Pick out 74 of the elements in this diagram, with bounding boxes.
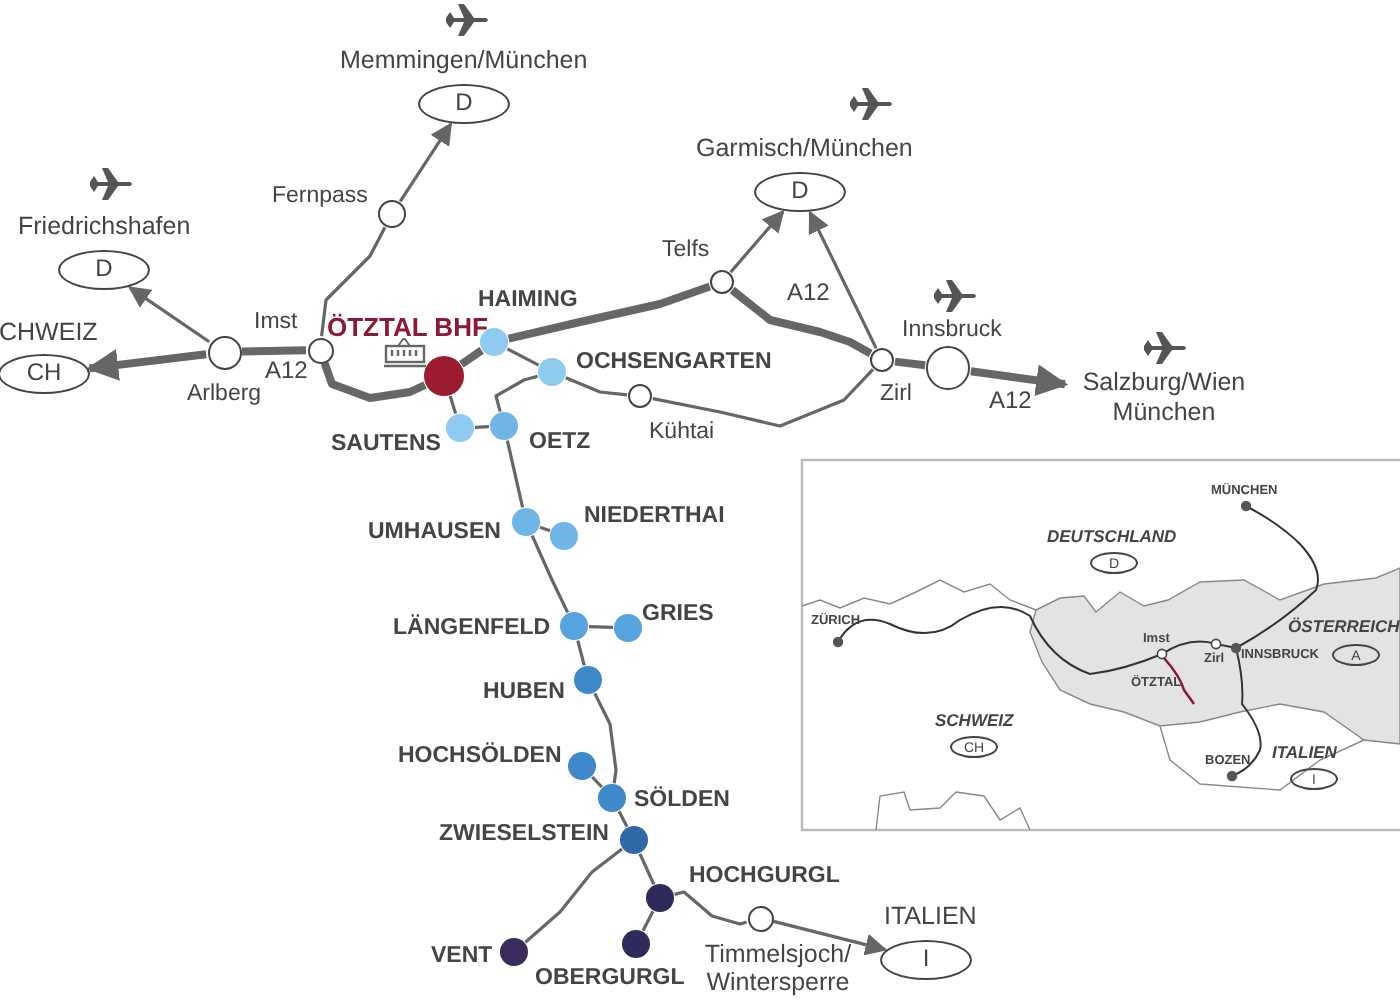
- place-label: Arlberg: [187, 381, 262, 407]
- road-line: [565, 376, 628, 397]
- place-label: Fernpass: [272, 183, 368, 209]
- place-label: HUBEN: [483, 679, 565, 705]
- road-line: [894, 357, 926, 370]
- place-label: HOCHSÖLDEN: [398, 743, 562, 769]
- road-line: [494, 374, 539, 412]
- place-label: Telfs: [662, 237, 710, 263]
- edge-label: A12: [785, 279, 832, 305]
- road-arrow: [398, 122, 453, 203]
- place-label: Friedrichshafen: [18, 213, 191, 239]
- place-label: Garmisch/München: [696, 135, 913, 161]
- place-label: UMHAUSEN: [368, 519, 501, 545]
- place-label: CHWEIZ: [0, 319, 98, 345]
- country-code-oval: CH: [0, 354, 90, 394]
- place-label: VENT: [431, 943, 493, 969]
- road-arrow: [970, 364, 1069, 397]
- road-arrow: [729, 209, 785, 274]
- country-code-oval: D: [418, 84, 510, 124]
- road-line: [729, 286, 873, 358]
- place-label: OETZ: [529, 429, 591, 455]
- place-label: Salzburg/Wien München: [1080, 368, 1248, 428]
- country-code-oval: D: [58, 250, 150, 290]
- place-label: Kühtai: [649, 419, 715, 445]
- place-label: Imst: [254, 309, 298, 335]
- country-name: SCHWEIZ: [935, 712, 1014, 728]
- place-label: SÖLDEN: [634, 787, 730, 813]
- road-line: [641, 910, 655, 932]
- place-label: NIEDERTHAI: [584, 503, 725, 529]
- road-line: [638, 853, 656, 886]
- place-label: HAIMING: [478, 287, 578, 313]
- road-line: [524, 847, 623, 944]
- road-arrow: [808, 210, 878, 350]
- road-arrow: [86, 349, 207, 381]
- road-line: [507, 282, 712, 343]
- road-line: [530, 534, 570, 614]
- country-name: ÖSTERREICH: [1288, 618, 1400, 634]
- place-label: ZWIESELSTEIN: [439, 821, 609, 847]
- road-line: [241, 346, 307, 356]
- road-line: [576, 640, 586, 666]
- place-label: Zirl: [880, 381, 912, 407]
- place-label: LÄNGENFELD: [393, 615, 551, 641]
- country-name: DEUTSCHLAND: [1047, 528, 1177, 544]
- edge-label: A12: [987, 387, 1034, 413]
- place-label: Memmingen/München: [340, 47, 588, 73]
- place-label: ÖTZTAL BHF.: [327, 313, 493, 339]
- road-line: [320, 226, 387, 337]
- place-label: SAUTENS: [331, 431, 441, 457]
- road-line: [674, 890, 748, 926]
- place-label: OBERGURGL: [535, 965, 685, 991]
- place-label: Innsbruck: [902, 317, 1002, 343]
- road-line: [505, 440, 525, 508]
- country-name: ITALIEN: [1272, 744, 1337, 760]
- road-line: [588, 625, 614, 629]
- road-line: [448, 395, 458, 415]
- edge-label: A12: [263, 357, 310, 383]
- road-line: [320, 361, 427, 402]
- road-line: [459, 347, 484, 368]
- place-label: OCHSENGARTEN: [576, 349, 772, 375]
- road-arrow: [773, 919, 888, 956]
- place-label: Timmelsjoch/ Wintersperre: [702, 940, 854, 996]
- road-line: [506, 347, 540, 367]
- road-line: [652, 368, 875, 428]
- road-line: [591, 775, 603, 789]
- country-code-oval: D: [754, 172, 846, 212]
- road-line: [617, 810, 629, 828]
- road-line: [474, 425, 490, 429]
- place-label: HOCHGURGL: [689, 863, 840, 889]
- road-line: [593, 692, 618, 784]
- place-label: GRIES: [642, 601, 714, 627]
- place-label: ITALIEN: [884, 903, 977, 929]
- road-line: [539, 525, 551, 533]
- road-arrow: [128, 286, 211, 344]
- country-code-oval: I: [880, 940, 972, 980]
